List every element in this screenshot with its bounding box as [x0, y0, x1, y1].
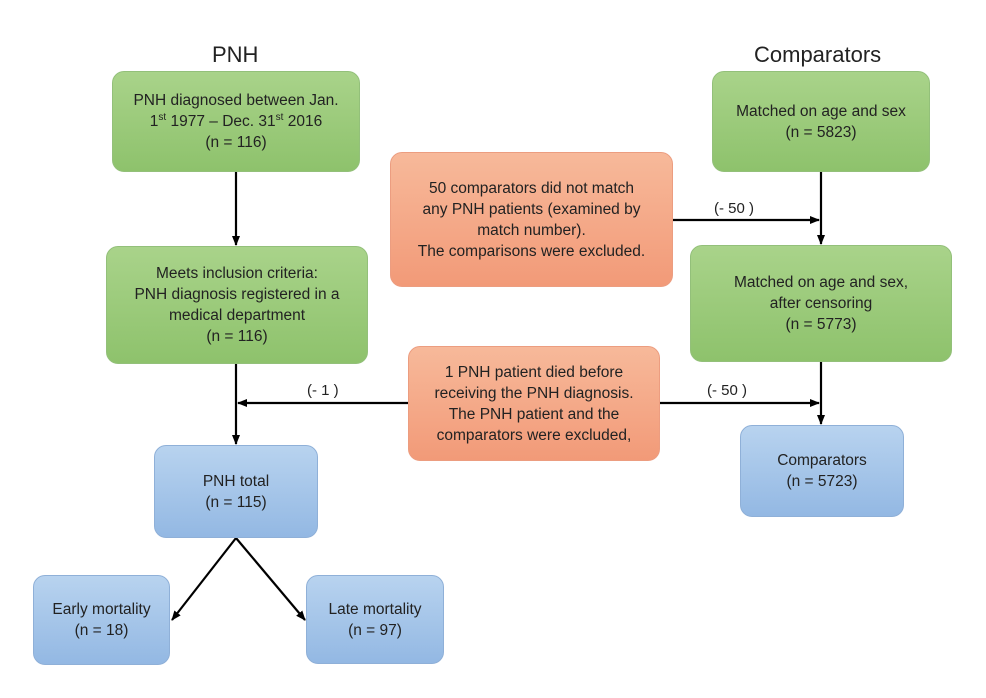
box-late-mortality-label: Late mortality: [328, 600, 422, 618]
edge-label-minus-50-lower: (- 50 ): [707, 382, 748, 399]
edge-label-minus-50-upper: (- 50 ): [714, 200, 755, 217]
column-title-comparators: Comparators: [754, 42, 882, 67]
box-inclusion-line1: Meets inclusion criteria:: [156, 265, 318, 282]
box-pnh-diagnosed-line1: PNH diagnosed between Jan.: [133, 92, 339, 109]
box-excluded-comparators: 50 comparators did not match any PNH pat…: [390, 152, 673, 287]
box-inclusion-criteria: Meets inclusion criteria: PNH diagnosis …: [106, 246, 368, 364]
box-late-mortality: Late mortality (n = 97): [306, 575, 444, 664]
box-pnh-diagnosed: PNH diagnosed between Jan. 1st 1977 – De…: [112, 71, 360, 172]
box-matched-censored-line1: Matched on age and sex,: [733, 274, 909, 291]
arrow-total-to-late: [235, 537, 306, 621]
edge-label-minus-1: (- 1 ): [307, 382, 339, 399]
box-matched-censored-line2: after censoring: [769, 295, 873, 312]
box-excluded-patient-line4: comparators were excluded,: [436, 426, 632, 444]
box-comparators-final-count: (n = 5723): [786, 473, 858, 490]
box-pnh-total-count: (n = 115): [205, 493, 267, 511]
box-excluded-patient-line3: The PNH patient and the: [448, 405, 620, 423]
box-matched-censored: Matched on age and sex, after censoring …: [690, 245, 952, 362]
box-excluded-comparators-line1: 50 comparators did not match: [428, 179, 635, 197]
box-inclusion-line2: PNH diagnosis registered in a: [134, 286, 340, 303]
box-excluded-patient-line1: 1 PNH patient died before: [444, 363, 624, 381]
box-late-mortality-count: (n = 97): [348, 621, 402, 639]
box-inclusion-count: (n = 116): [206, 328, 268, 345]
arrow-total-to-early: [171, 537, 237, 621]
box-pnh-diagnosed-line2: 1st 1977 – Dec. 31st 2016: [149, 111, 323, 130]
box-excluded-patient-line2: receiving the PNH diagnosis.: [434, 384, 634, 402]
box-matched: Matched on age and sex (n = 5823): [712, 71, 930, 172]
box-excluded-comparators-line3: match number).: [477, 221, 586, 239]
box-pnh-total: PNH total (n = 115): [154, 445, 318, 538]
box-early-mortality-label: Early mortality: [52, 601, 151, 618]
box-early-mortality-count: (n = 18): [74, 622, 129, 639]
box-matched-count: (n = 5823): [785, 123, 857, 141]
box-pnh-total-label: PNH total: [202, 472, 270, 490]
box-excluded-comparators-line2: any PNH patients (examined by: [422, 200, 641, 218]
column-title-pnh: PNH: [212, 42, 259, 67]
box-inclusion-line3: medical department: [168, 307, 306, 324]
box-comparators-final-label: Comparators: [777, 452, 867, 469]
box-early-mortality: Early mortality (n = 18): [33, 575, 170, 665]
box-comparators-final: Comparators (n = 5723): [740, 425, 904, 517]
box-excluded-comparators-line4: The comparisons were excluded.: [417, 242, 646, 260]
box-matched-censored-count: (n = 5773): [785, 316, 857, 333]
box-pnh-diagnosed-count: (n = 116): [205, 134, 267, 151]
box-excluded-patient: 1 PNH patient died before receiving the …: [408, 346, 660, 461]
box-matched-label: Matched on age and sex: [736, 102, 906, 120]
